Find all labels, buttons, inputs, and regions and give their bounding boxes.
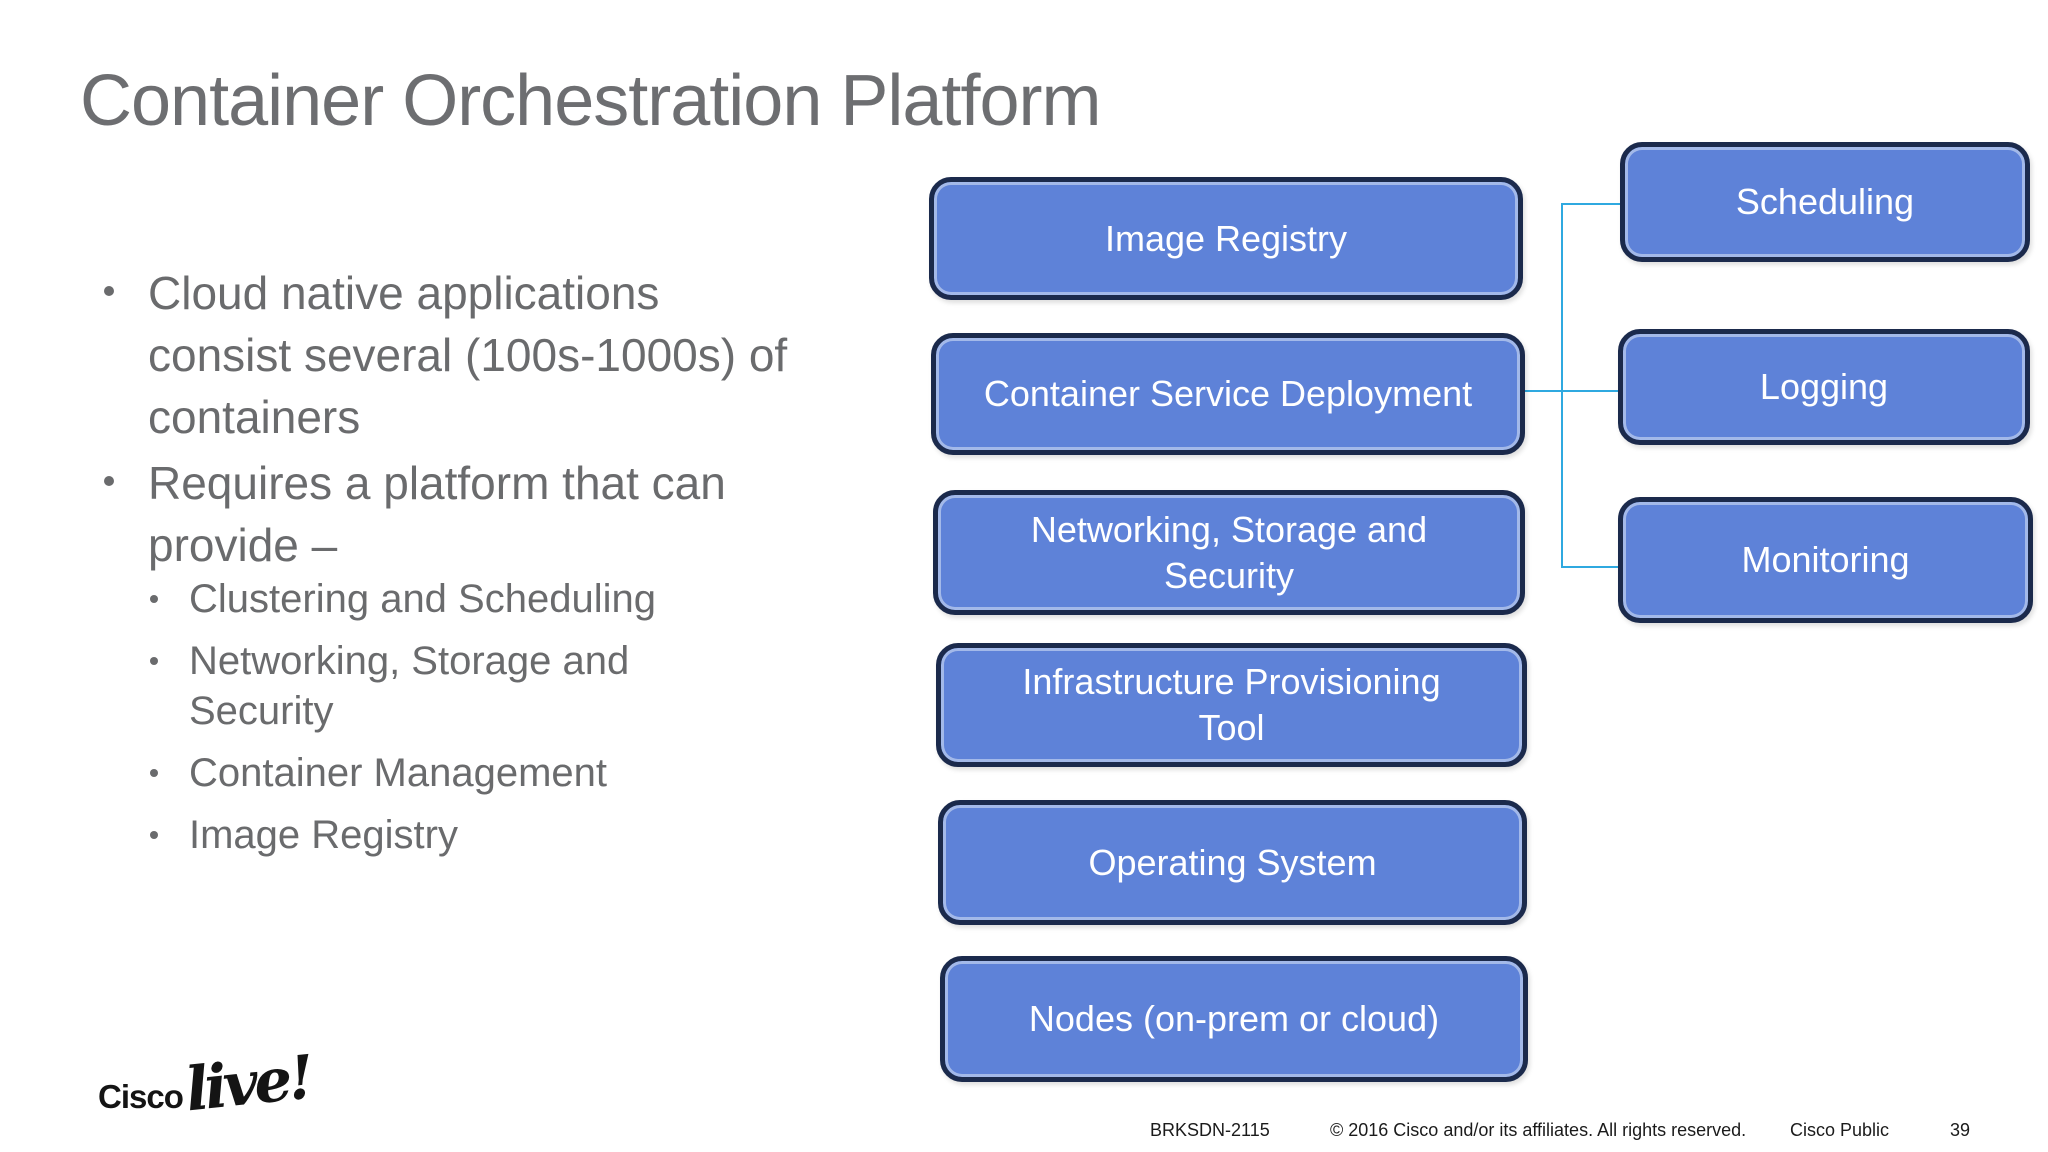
box-label: Security xyxy=(1163,554,1295,596)
bullet-requires-platform: Requires a platform that can provide – xyxy=(104,452,928,576)
bullet-dot xyxy=(104,476,114,486)
box-label: Image Registry xyxy=(1104,217,1348,259)
bullet-line: consist several (100s-1000s) of xyxy=(148,329,788,381)
sub-bullet-networking: Networking, Storage and Security xyxy=(150,636,909,736)
sub-bullet-clustering: Clustering and Scheduling xyxy=(150,574,909,624)
connector-trunk-line xyxy=(1561,203,1563,568)
connector-to-monitoring xyxy=(1561,566,1622,568)
footer-classification: Cisco Public xyxy=(1790,1120,1890,1140)
bullet-dot xyxy=(150,657,158,665)
bullet-dot xyxy=(104,286,114,296)
box-label: Scheduling xyxy=(1735,181,1915,222)
bullet-line: provide – xyxy=(148,519,338,571)
box-label: Infrastructure Provisioning xyxy=(1022,661,1441,702)
bullet-dot xyxy=(150,595,158,603)
bullet-cloud-native: Cloud native applications consist severa… xyxy=(104,262,928,448)
sub-bullet-line: Image Registry xyxy=(189,813,458,857)
cisco-live-logo: Cisco live! xyxy=(98,1043,314,1126)
sub-bullet-image-registry: Image Registry xyxy=(150,810,909,860)
bullet-line: Cloud native applications xyxy=(148,267,660,319)
diagram-box-scheduling: Scheduling xyxy=(1620,142,2030,262)
sub-bullet-line: Container Management xyxy=(189,751,608,795)
footer-copyright: © 2016 Cisco and/or its affiliates. All … xyxy=(1330,1120,1747,1140)
box-label: Networking, Storage and xyxy=(1030,508,1428,550)
bullet-line: Requires a platform that can xyxy=(148,457,726,509)
box-label: Container Service Deployment xyxy=(983,373,1473,414)
diagram-box-nodes: Nodes (on-prem or cloud) xyxy=(940,956,1528,1082)
bullet-line: containers xyxy=(148,391,361,443)
connector-to-scheduling xyxy=(1561,203,1622,205)
diagram-box-networking-storage-security: Networking, Storage and Security xyxy=(933,490,1525,615)
bullet-dot xyxy=(150,831,158,839)
box-label: Nodes (on-prem or cloud) xyxy=(1028,998,1440,1039)
connector-from-deployment-to-logging xyxy=(1523,390,1622,392)
diagram-box-operating-system: Operating System xyxy=(938,800,1527,925)
footer-page-number: 39 xyxy=(1950,1120,1971,1140)
sub-bullet-container-mgmt: Container Management xyxy=(150,748,909,798)
live-wordmark: live! xyxy=(182,1042,314,1126)
sub-bullet-line: Security xyxy=(189,689,334,733)
diagram-box-image-registry: Image Registry xyxy=(929,177,1523,300)
box-label: Operating System xyxy=(1088,841,1377,883)
bullet-dot xyxy=(150,769,158,777)
diagram-box-logging: Logging xyxy=(1618,329,2030,445)
page-title: Container Orchestration Platform xyxy=(80,61,1101,141)
sub-bullet-line: Clustering and Scheduling xyxy=(189,577,656,621)
box-label: Monitoring xyxy=(1741,539,1910,580)
box-label: Tool xyxy=(1198,707,1265,748)
footer-session-id: BRKSDN-2115 xyxy=(1150,1120,1270,1140)
diagram-box-container-service-deployment: Container Service Deployment xyxy=(931,333,1525,455)
cisco-wordmark: Cisco xyxy=(98,1078,184,1115)
diagram-box-infrastructure-provisioning-tool: Infrastructure Provisioning Tool xyxy=(936,643,1527,767)
diagram-box-monitoring: Monitoring xyxy=(1618,497,2033,623)
box-label: Logging xyxy=(1759,366,1889,407)
sub-bullet-line: Networking, Storage and xyxy=(189,639,630,683)
sub-bullet-list: Clustering and Scheduling Networking, St… xyxy=(150,574,909,872)
